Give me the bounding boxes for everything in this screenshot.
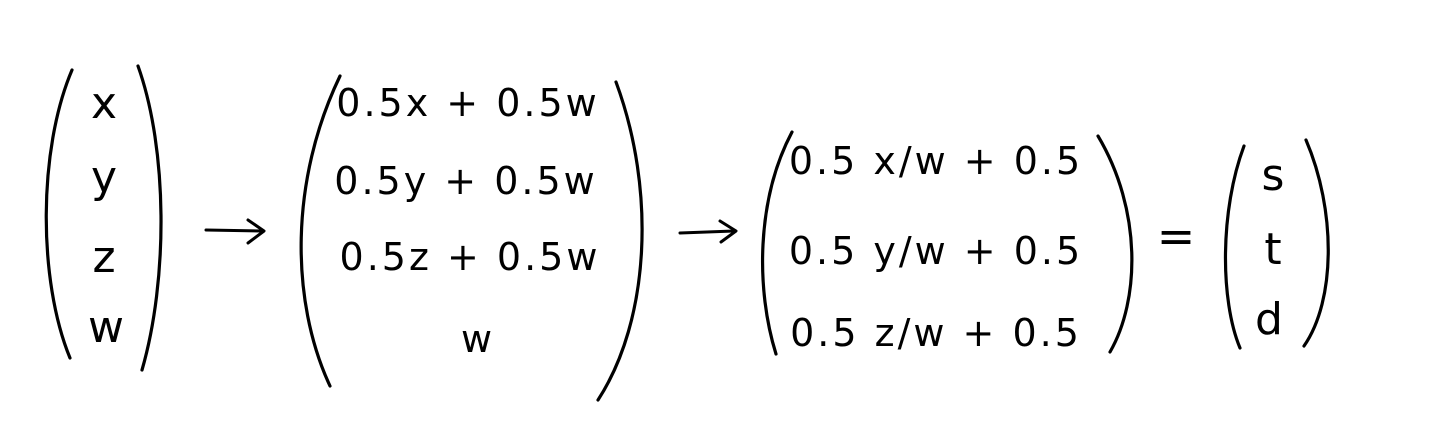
input-vector-entry-1: x: [91, 78, 119, 129]
arrow-1-shaft: [204, 228, 264, 233]
divided-vector-entry-3: 0.5 z/w + 0.5: [790, 311, 1082, 355]
scaled-vector-entry-1: 0.5x + 0.5w: [336, 81, 599, 125]
divided-vector-left-paren: [760, 130, 794, 356]
result-vector-entry-1: s: [1262, 150, 1287, 201]
scaled-vector-entry-3: 0.5z + 0.5w: [340, 235, 601, 279]
divided-vector-entry-1: 0.5 x/w + 0.5: [789, 139, 1083, 183]
result-vector-right-paren: [1302, 138, 1330, 348]
scaled-vector: 0.5x + 0.5w 0.5y + 0.5w 0.5z + 0.5w w: [299, 74, 644, 402]
arrow-2-shaft: [678, 229, 736, 235]
input-vector-entry-4: w: [88, 302, 126, 353]
scaled-vector-right-paren: [596, 80, 644, 402]
input-vector-right-paren: [136, 64, 163, 372]
scaled-vector-left-paren: [299, 74, 342, 388]
scaled-vector-entry-2: 0.5y + 0.5w: [334, 159, 597, 203]
input-vector-entry-2: y: [91, 152, 119, 203]
equals-sign: =: [1157, 209, 1196, 263]
arrow-1-head: [246, 218, 266, 245]
result-vector-entry-3: d: [1255, 294, 1285, 345]
divided-vector-right-paren: [1096, 134, 1134, 354]
input-vector-left-paren: [44, 68, 74, 360]
divided-vector: 0.5 x/w + 0.5 0.5 y/w + 0.5 0.5 z/w + 0.…: [760, 130, 1134, 356]
scaled-vector-entry-4: w: [461, 317, 495, 361]
input-vector-entry-3: z: [92, 232, 117, 283]
result-vector-entry-2: t: [1264, 224, 1283, 275]
result-vector-left-paren: [1223, 144, 1246, 350]
divided-vector-entry-2: 0.5 y/w + 0.5: [789, 229, 1083, 273]
arrow-1: [204, 218, 266, 245]
input-vector: x y z w: [44, 64, 163, 372]
arrow-2-head: [718, 219, 738, 244]
result-vector: s t d: [1223, 138, 1330, 350]
arrow-2: [678, 219, 738, 244]
